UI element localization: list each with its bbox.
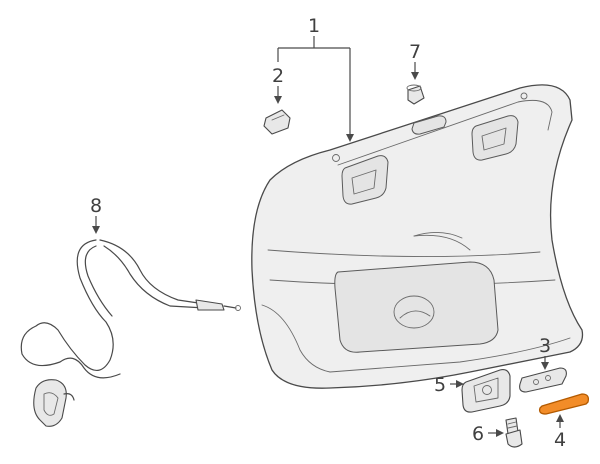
clip-part [263, 109, 291, 135]
screw-part [505, 417, 523, 448]
release-cable-part [20, 239, 241, 427]
callout-6: 6 [472, 423, 484, 445]
callout-8: 8 [90, 195, 102, 217]
callout-2: 2 [272, 65, 284, 87]
callout-7: 7 [409, 41, 421, 63]
leader-lines [92, 36, 564, 437]
highlighted-trim-strip-part [538, 393, 590, 415]
callout-5: 5 [434, 374, 446, 396]
bracket-part [461, 369, 511, 413]
callout-3: 3 [539, 335, 551, 357]
trunk-trim-panel [251, 84, 584, 389]
callout-1: 1 [308, 15, 320, 37]
retainer-part [519, 367, 567, 393]
push-pin-part [406, 84, 425, 105]
callout-4: 4 [554, 429, 566, 451]
